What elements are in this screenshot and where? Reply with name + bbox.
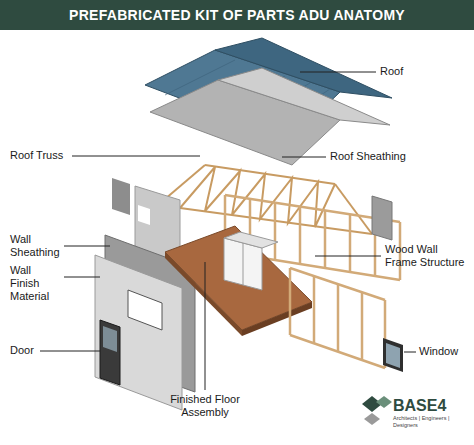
- part-label: Wall Finish Material: [10, 264, 62, 304]
- logo-text: BASE4: [393, 396, 463, 415]
- logo-tagline: Architects | Engineers | Designers: [393, 415, 471, 428]
- part-label: Roof: [380, 65, 460, 78]
- part-label: Roof Truss: [10, 149, 70, 162]
- part-label: Door: [10, 344, 40, 357]
- title-text: PREFABRICATED KIT OF PARTS ADU ANATOMY: [0, 0, 474, 30]
- part-label: Wall Sheathing: [10, 233, 62, 259]
- part-label: Window: [419, 345, 469, 358]
- part-label: Roof Sheathing: [330, 150, 430, 163]
- part-label: Finished Floor Assembly: [160, 393, 250, 419]
- part-label: Wood Wall Frame Structure: [385, 243, 470, 269]
